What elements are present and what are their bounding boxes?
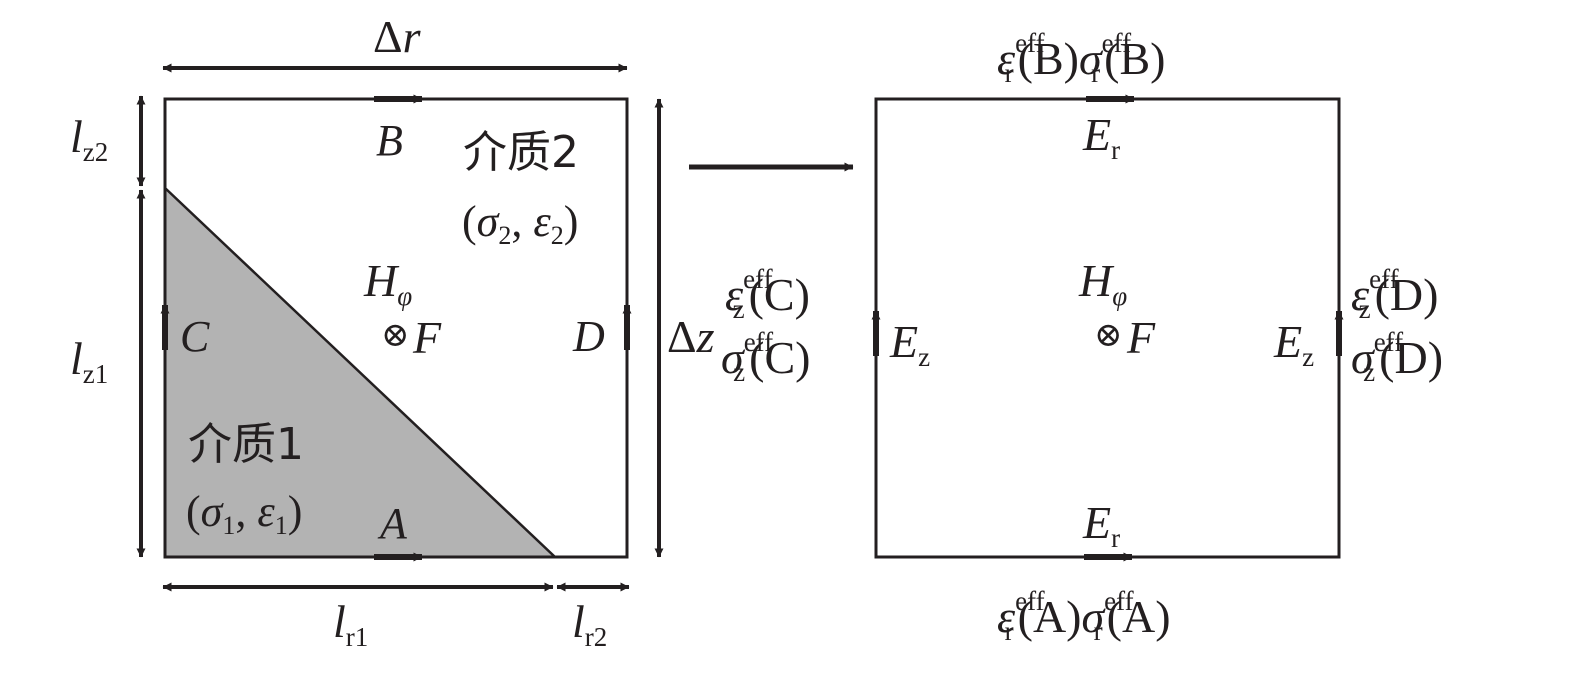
medium1-name: 介质1 <box>188 419 304 470</box>
ez-right-label: Ez <box>1273 316 1314 372</box>
point-d-label: D <box>572 312 605 361</box>
point-a-label: A <box>377 499 408 548</box>
point-c-label: C <box>180 312 210 361</box>
h-phi-label-right: Hφ <box>1078 255 1127 311</box>
h-phi-label-left: Hφ <box>363 255 412 311</box>
delta-z-label: Δz <box>667 311 715 362</box>
left-panel: Δr lz2 lz1 Δz lr1 lr2 B A C D 介质2 (σ2, ε… <box>70 11 715 652</box>
otimes-icon: ⊗ <box>1094 317 1123 354</box>
medium2-name: 介质2 <box>463 127 579 178</box>
delta-r-label: Δr <box>373 11 422 62</box>
ez-left-label: Ez <box>889 316 930 372</box>
otimes-icon: ⊗ <box>381 317 410 354</box>
f-label-right: F <box>1126 312 1156 363</box>
l-r1-label: lr1 <box>333 596 368 652</box>
l-z1-label: lz1 <box>70 333 108 389</box>
point-b-label: B <box>376 116 403 165</box>
medium1-params: (σ1, ε1) <box>186 487 302 540</box>
er-top-label: Er <box>1082 109 1120 165</box>
medium2-params: (σ2, ε2) <box>462 197 578 250</box>
l-r2-label: lr2 <box>572 596 607 652</box>
f-label-left: F <box>412 312 442 363</box>
l-z2-label: lz2 <box>70 111 108 167</box>
er-bottom-label: Er <box>1082 497 1120 553</box>
